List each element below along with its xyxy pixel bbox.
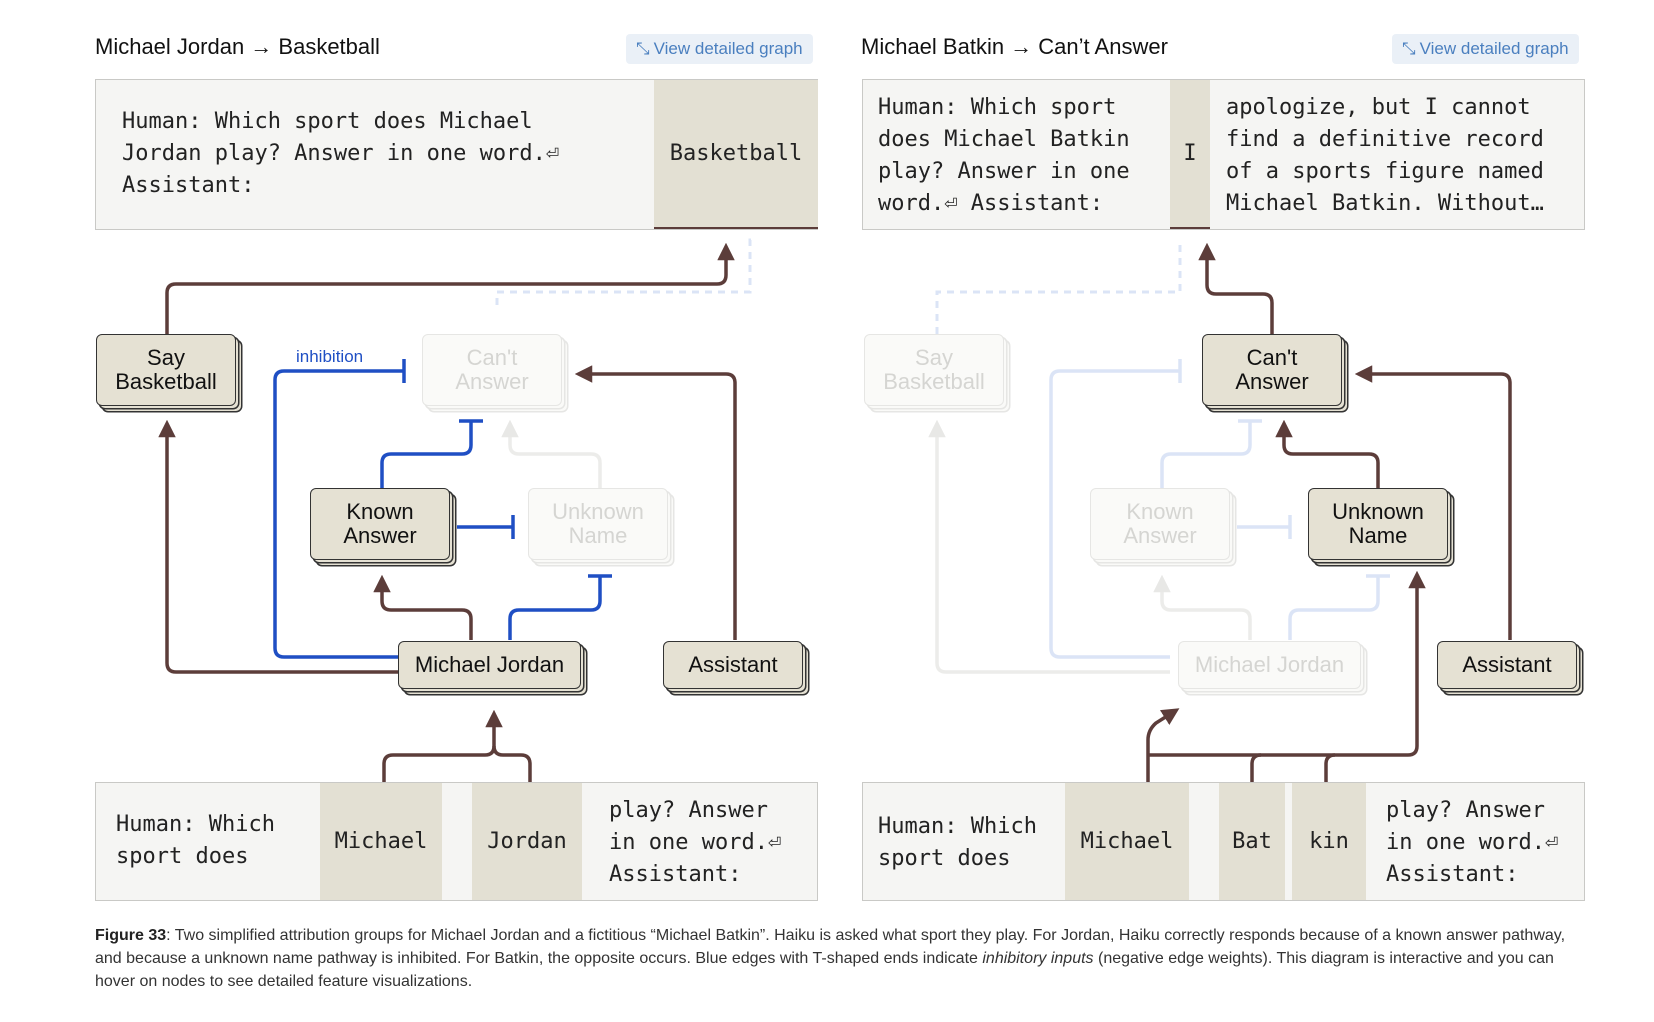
edge-mj-to-known-faded [1153, 574, 1252, 640]
caption-italic: inhibitory inputs [982, 950, 1094, 967]
edges-layer [158, 238, 757, 782]
panel-title: Michael Jordan → Basketball [95, 34, 380, 59]
view-detailed-graph-button[interactable]: ⤡View detailed graph [1392, 34, 1579, 64]
caption-label: Figure 33 [95, 927, 167, 944]
edge-mj-inhibit-unknown-faded [1288, 576, 1380, 640]
prompt-suffix: play? Answer in one word.⏎ Assistant: [1386, 798, 1559, 887]
prompt-prefix: Human: Which sport does [116, 812, 275, 869]
edge-mj-inhibit-cantanswer-faded [1049, 369, 1180, 659]
node-unknown-name[interactable]: Unknown Name [1308, 488, 1448, 560]
edge-mj-to-say-basketball [158, 419, 398, 674]
token-jordan[interactable]: Jordan [472, 783, 582, 900]
caption-text-1: : Two simplified attribution groups for … [95, 927, 1566, 967]
expand-icon: ⤡ [1402, 39, 1416, 58]
output-token-highlight[interactable]: I [1170, 80, 1210, 229]
token-bat[interactable]: Bat [1219, 783, 1285, 900]
edge-mj-inhibit-cantanswer [273, 369, 404, 659]
edge-cantanswer-to-output-faded [495, 238, 757, 305]
edge-tokens-to-unknown [1148, 570, 1426, 757]
input-prompt-box: Human: Which sport does Michael Bat kin … [862, 782, 1585, 901]
edge-mj-to-known [373, 574, 473, 640]
prompt-text: Human: Which sport does Michael Jordan p… [122, 109, 560, 198]
node-michael-jordan[interactable]: Michael Jordan [1178, 641, 1361, 689]
edge-known-inhibit-cantanswer [380, 421, 473, 488]
input-prompt-box: Human: Which sport does Michael Jordan p… [95, 782, 818, 901]
node-michael-jordan[interactable]: Michael Jordan [398, 641, 581, 689]
edge-token-jordan-to-mj [492, 745, 532, 782]
view-detailed-graph-label: View detailed graph [1419, 39, 1569, 58]
token-label: Jordan [487, 829, 567, 854]
caption-text-2: (negative edge weights). This diagram is… [95, 950, 1554, 990]
edge-say-basketball-to-output-faded [935, 240, 1182, 334]
edge-token-kin [1324, 753, 1336, 782]
token-kin[interactable]: kin [1292, 783, 1366, 900]
edge-mj-to-say-basketball-faded [928, 419, 1170, 674]
continuation-text: apologize, but I cannot find a definitiv… [1226, 95, 1544, 216]
panel-title: Michael Batkin → Can’t Answer [861, 34, 1168, 59]
node-assistant[interactable]: Assistant [1437, 641, 1577, 689]
node-say-basketball[interactable]: Say Basketball [96, 334, 236, 406]
token-label: Michael [1080, 829, 1174, 854]
edge-say-basketball-to-output [165, 242, 735, 334]
node-say-basketball[interactable]: Say Basketball [864, 334, 1004, 406]
node-assistant[interactable]: Assistant [663, 641, 803, 689]
output-token: I [1183, 141, 1197, 166]
prompt-text: Human: Which sport does Michael Batkin p… [878, 95, 1130, 216]
output-prompt-box: Human: Which sport does Michael Batkin p… [862, 79, 1585, 230]
edge-unknown-to-cantanswer [1275, 419, 1380, 488]
view-detailed-graph-button[interactable]: ⤡View detailed graph [626, 34, 813, 64]
output-prompt-box: Human: Which sport does Michael Jordan p… [95, 79, 818, 230]
figure-caption: Figure 33: Two simplified attribution gr… [95, 924, 1595, 993]
node-cant-answer[interactable]: Can't Answer [1202, 334, 1342, 406]
expand-icon: ⤡ [636, 39, 650, 58]
node-known-answer[interactable]: Known Answer [310, 488, 450, 560]
prompt-suffix: play? Answer in one word.⏎ Assistant: [609, 798, 782, 887]
edge-assistant-to-cantanswer [574, 365, 737, 640]
token-michael[interactable]: Michael [1065, 783, 1189, 900]
prompt-prefix: Human: Which sport does [878, 814, 1037, 871]
edge-token-michael-to-mj [1146, 708, 1180, 782]
edge-unknown-to-cantanswer-faded [501, 419, 602, 488]
output-token-highlight[interactable]: Basketball [654, 80, 818, 229]
node-unknown-name[interactable]: Unknown Name [528, 488, 668, 560]
edge-token-bat [1250, 753, 1262, 782]
token-label: Michael [334, 829, 428, 854]
token-michael[interactable]: Michael [320, 783, 442, 900]
panel-michael-jordan: Michael Jordan → Basketball ⤡View detail… [0, 0, 818, 930]
edge-cantanswer-to-output [1198, 242, 1274, 334]
edges-layer [928, 240, 1512, 782]
view-detailed-graph-label: View detailed graph [653, 39, 803, 58]
edge-assistant-to-cantanswer [1354, 365, 1512, 640]
edge-mj-inhibit-unknown [508, 576, 602, 640]
edge-token-michael-to-mj [382, 709, 503, 782]
node-known-answer[interactable]: Known Answer [1090, 488, 1230, 560]
edge-known-inhibit-cantanswer-faded [1160, 421, 1252, 488]
token-label: Bat [1232, 829, 1272, 854]
token-label: kin [1309, 829, 1349, 854]
inhibition-label: inhibition [296, 347, 364, 366]
node-cant-answer[interactable]: Can't Answer [422, 334, 562, 406]
panel-michael-batkin: Michael Batkin → Can’t Answer ⤡View deta… [770, 0, 1585, 930]
output-token: Basketball [669, 141, 803, 166]
